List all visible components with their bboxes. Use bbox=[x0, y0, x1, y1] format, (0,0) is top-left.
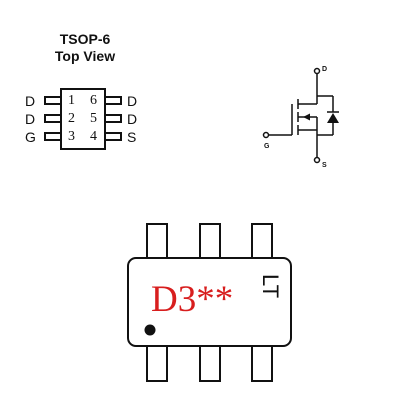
right-lead-5 bbox=[104, 114, 122, 123]
gate-terminal bbox=[262, 131, 270, 139]
right-lead-4 bbox=[104, 132, 122, 141]
marking-code: D3** bbox=[151, 279, 233, 320]
source-label: S bbox=[322, 162, 327, 169]
pin-5-label: D bbox=[127, 111, 137, 127]
left-lead-1 bbox=[44, 96, 62, 105]
marking-vertical-code: LT bbox=[258, 274, 283, 298]
view-label: Top View bbox=[54, 48, 116, 64]
pin-5-number: 5 bbox=[90, 111, 97, 126]
pin-6-number: 6 bbox=[90, 93, 97, 108]
bottom-lead-middle bbox=[199, 345, 221, 382]
marking-package bbox=[127, 223, 292, 382]
pin1-dot-icon bbox=[144, 324, 156, 336]
right-lead-6 bbox=[104, 96, 122, 105]
bottom-lead-right bbox=[251, 345, 273, 382]
pin-1-number: 1 bbox=[68, 93, 75, 108]
pin-3-label: G bbox=[25, 129, 36, 145]
drain-label: D bbox=[322, 66, 327, 73]
pin-2-label: D bbox=[25, 111, 35, 127]
source-terminal bbox=[313, 156, 321, 164]
diode-icon bbox=[327, 113, 339, 123]
top-lead-left bbox=[146, 223, 168, 259]
pin-2-number: 2 bbox=[68, 111, 75, 126]
pin-3-number: 3 bbox=[68, 129, 75, 144]
top-lead-middle bbox=[199, 223, 221, 259]
package-name: TSOP-6 bbox=[59, 31, 111, 47]
pin-1-label: D bbox=[25, 93, 35, 109]
pin-4-number: 4 bbox=[90, 129, 97, 144]
pin-4-label: S bbox=[127, 129, 136, 145]
left-lead-2 bbox=[44, 114, 62, 123]
drain-terminal bbox=[313, 67, 321, 75]
left-lead-3 bbox=[44, 132, 62, 141]
mosfet-schematic bbox=[262, 67, 339, 164]
top-lead-right bbox=[251, 223, 273, 259]
gate-label: G bbox=[264, 143, 270, 150]
gate-arrow-icon bbox=[303, 113, 310, 121]
bottom-lead-left bbox=[146, 345, 168, 382]
pin-6-label: D bbox=[127, 93, 137, 109]
package-body bbox=[127, 257, 292, 347]
pinout-body bbox=[60, 88, 106, 150]
